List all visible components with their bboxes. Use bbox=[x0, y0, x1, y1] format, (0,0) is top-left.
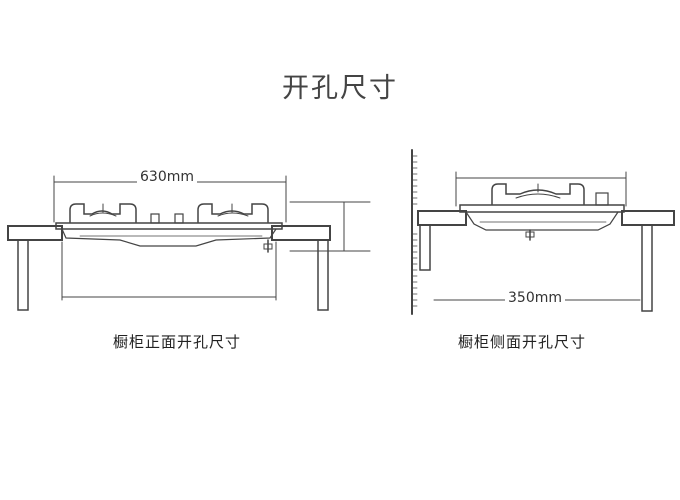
side-view-caption: 橱柜侧面开孔尺寸 bbox=[458, 333, 587, 351]
cabinet-leg-right bbox=[317, 239, 329, 311]
gas-inlet bbox=[263, 239, 273, 253]
wall-ticks bbox=[411, 155, 418, 307]
knob-right bbox=[174, 213, 184, 224]
knob-left bbox=[150, 213, 160, 224]
dimension-cutout-front bbox=[61, 241, 277, 301]
countertop-left bbox=[7, 225, 63, 241]
burner-right bbox=[197, 203, 269, 223]
hob-body bbox=[61, 228, 277, 247]
dimension-label-350: 350mm bbox=[505, 290, 565, 306]
side-cabinet-leg-left bbox=[419, 224, 431, 271]
burner-left bbox=[69, 203, 137, 223]
side-gas-inlet bbox=[525, 229, 535, 241]
countertop-right bbox=[271, 225, 331, 241]
hob-panel bbox=[55, 222, 283, 230]
dimension-height-front bbox=[289, 201, 371, 252]
page-title: 开孔尺寸 bbox=[282, 73, 398, 104]
side-dimension-top bbox=[455, 171, 627, 207]
side-hob-body bbox=[465, 211, 619, 231]
front-view-caption: 橱柜正面开孔尺寸 bbox=[113, 333, 242, 351]
front-view-drawing bbox=[7, 175, 371, 311]
side-burner bbox=[491, 183, 585, 205]
side-knob bbox=[595, 192, 609, 206]
side-countertop-right bbox=[621, 210, 675, 226]
side-countertop-left bbox=[417, 210, 467, 226]
cabinet-leg-left bbox=[17, 239, 29, 311]
dimension-label-630: 630mm bbox=[137, 169, 197, 185]
side-cabinet-leg-right bbox=[641, 224, 653, 312]
side-hob-panel bbox=[459, 204, 625, 213]
